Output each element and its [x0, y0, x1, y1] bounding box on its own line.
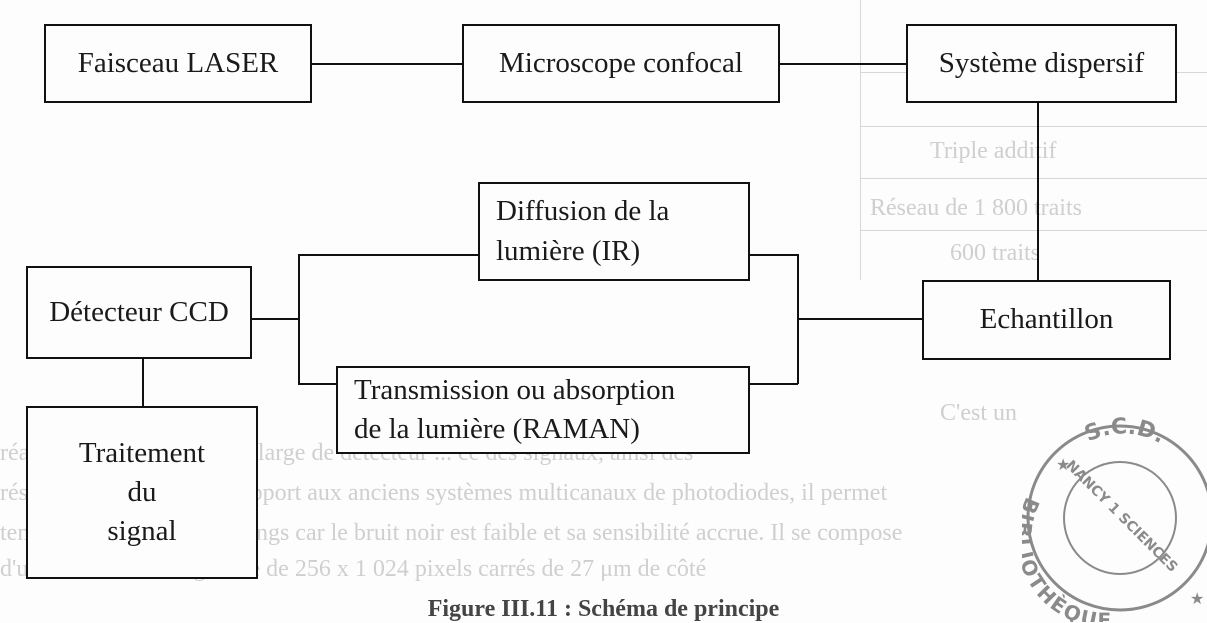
bg-ghost-text: Réseau de 1 800 traits [870, 195, 1082, 221]
bg-table-line [860, 230, 1207, 231]
connector-laser-microscope [312, 63, 462, 65]
node-label: Echantillon [979, 303, 1114, 336]
node-diffusion: Diffusion de la lumière (IR) [478, 182, 750, 281]
node-label: Faisceau LASER [77, 46, 279, 79]
connector-left-transmission [298, 383, 336, 385]
bg-table-line [860, 126, 1207, 127]
connector-detecteur-traitement [142, 358, 144, 406]
node-systeme-dispersif: Système dispersif [906, 24, 1177, 103]
connector-diffusion-right [750, 254, 798, 256]
node-label-line: de la lumière (RAMAN) [354, 413, 640, 445]
stamp-outer-ring [1026, 424, 1207, 612]
node-label-line: lumière (IR) [496, 234, 641, 267]
node-echantillon: Echantillon [922, 280, 1171, 360]
node-label-line: du [127, 475, 157, 508]
bg-ghost-text: C'est un [940, 400, 1017, 426]
figure-caption: Figure III.11 : Schéma de principe [427, 596, 780, 622]
node-label: Microscope confocal [499, 46, 743, 79]
stamp-top-path: S.C.D. [1081, 414, 1169, 449]
bg-table-line [860, 0, 861, 280]
connector-microscope-dispersif [780, 63, 906, 65]
stamp-star-icon: ★ [1190, 591, 1204, 608]
node-label: Système dispersif [938, 46, 1145, 79]
node-label-line: signal [107, 515, 177, 548]
bg-ghost-text: 600 traits [950, 240, 1040, 266]
node-detecteur-ccd: Détecteur CCD [26, 266, 252, 359]
stamp-star-icon: ★ [1056, 457, 1070, 474]
connector-dispersif-echantillon [1037, 102, 1039, 280]
node-faisceau-laser: Faisceau LASER [44, 24, 312, 103]
connector-left-diffusion [298, 254, 478, 256]
connector-echantillon-branch [797, 318, 922, 320]
bg-ghost-text: Triple additif [930, 138, 1057, 164]
connector-left-branch [298, 254, 300, 384]
stamp-top-text: S.C.D. [1081, 414, 1169, 449]
connector-right-branch [797, 254, 799, 384]
node-microscope-confocal: Microscope confocal [462, 24, 780, 103]
node-transmission: Transmission ou absorption de la lumière… [336, 366, 750, 454]
node-traitement-signal: Traitement du signal [26, 406, 258, 579]
stamp-inner-ring [1063, 461, 1177, 575]
connector-detecteur-branch [252, 318, 300, 320]
node-label-line: Diffusion de la [496, 195, 670, 228]
connector-transmission-right [750, 383, 798, 385]
bg-table-line [860, 178, 1207, 179]
node-label-line: Traitement [78, 436, 206, 469]
node-label: Détecteur CCD [49, 295, 229, 328]
node-label-line: Transmission ou absorption [354, 373, 676, 406]
library-stamp: S.C.D. BIBLIOTHÈQUE NANCY 1 SCIENCES ★ ★ [1022, 414, 1207, 622]
